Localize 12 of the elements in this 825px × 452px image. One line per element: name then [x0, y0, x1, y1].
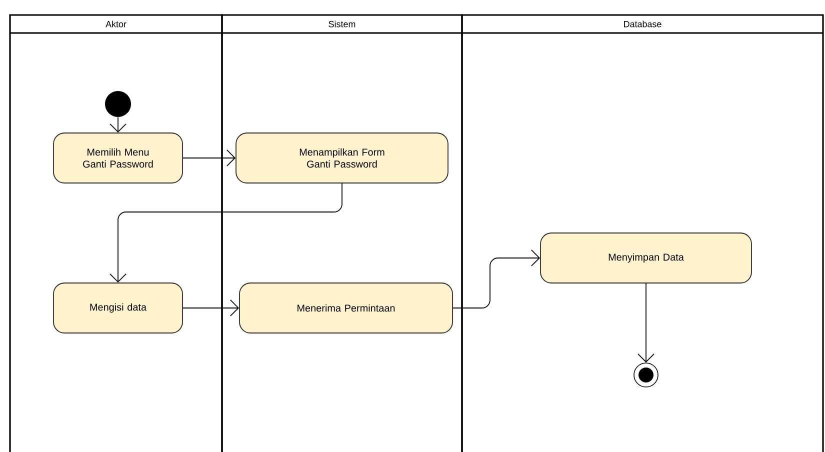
start-node — [105, 91, 131, 117]
arrow — [182, 300, 240, 316]
arrow — [110, 183, 342, 283]
action-box: Menyimpan Data — [540, 232, 752, 284]
action-box: Menerima Permintaan — [239, 282, 453, 334]
action-box: Mengisi data — [53, 282, 183, 334]
action-box: Memilih Menu Ganti Password — [53, 132, 183, 184]
end-node — [634, 362, 658, 388]
action-box: Menampilkan Form Ganti Password — [236, 132, 448, 184]
arrow — [452, 250, 540, 308]
arrow — [182, 150, 236, 166]
arrow — [638, 283, 654, 363]
